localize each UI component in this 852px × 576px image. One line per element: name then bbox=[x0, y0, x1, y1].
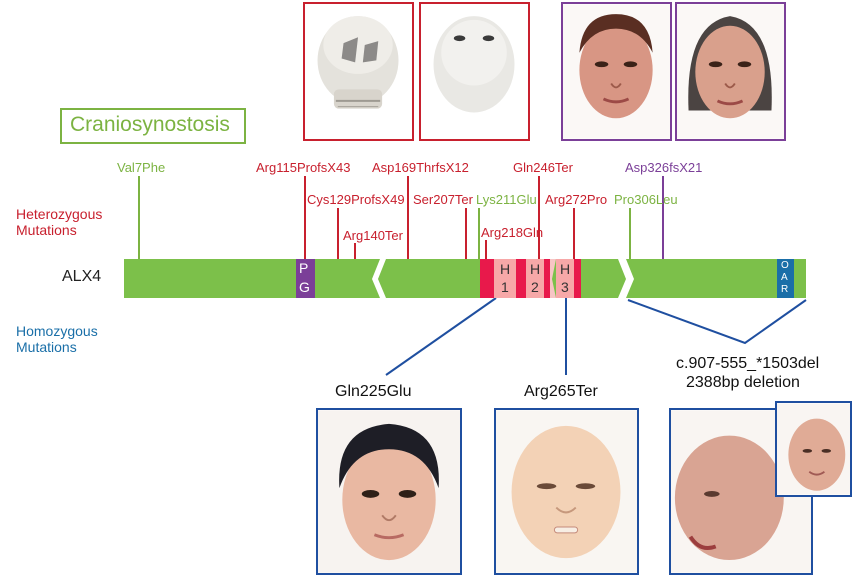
pg-label-g: G bbox=[299, 279, 310, 295]
h1-label-h: H bbox=[500, 261, 510, 277]
homeobox-dark-1 bbox=[480, 259, 494, 298]
oar-label-r: R bbox=[781, 284, 788, 295]
patient-photo-arg265 bbox=[494, 408, 639, 575]
pg-label-p: P bbox=[299, 260, 308, 276]
mutation-ser207: Ser207Ter bbox=[413, 192, 473, 207]
skull-photo-2 bbox=[419, 2, 530, 141]
homozygous-mutations-label: Mutations bbox=[16, 339, 77, 355]
mutation-arg115: Arg115ProfsX43 bbox=[256, 160, 350, 175]
mutation-pro306: Pro306Leu bbox=[614, 192, 678, 207]
mutation-arg265: Arg265Ter bbox=[524, 383, 598, 401]
patient-photo-gln225 bbox=[316, 408, 462, 575]
deletion-line1: c.907-555_*1503del bbox=[676, 355, 819, 373]
homeobox-dark-4 bbox=[574, 259, 581, 298]
skull-photo-1 bbox=[303, 2, 414, 141]
patient-photo-het-2 bbox=[675, 2, 786, 141]
mutation-arg140: Arg140Ter bbox=[343, 228, 403, 243]
oar-label-a: A bbox=[781, 272, 788, 283]
craniosynostosis-label: Craniosynostosis bbox=[70, 113, 230, 137]
h3-label-h: H bbox=[560, 261, 570, 277]
heterozygous-mutations-label: Mutations bbox=[16, 222, 77, 238]
mutation-asp169: Asp169ThrfsX12 bbox=[372, 160, 469, 175]
mutation-cys129: Cys129ProfsX49 bbox=[307, 192, 405, 207]
h1-label-num: 1 bbox=[501, 279, 509, 295]
deletion-line2: 2388bp deletion bbox=[686, 374, 800, 392]
homeobox-dark-2 bbox=[516, 259, 526, 298]
mutation-asp326: Asp326fsX21 bbox=[625, 160, 702, 175]
mutation-val7phe: Val7Phe bbox=[117, 160, 165, 175]
mutation-arg272: Arg272Pro bbox=[545, 192, 607, 207]
h2-label-num: 2 bbox=[531, 279, 539, 295]
heterozygous-label: Heterozygous bbox=[16, 206, 102, 222]
oar-label-o: O bbox=[781, 260, 789, 271]
patient-photo-het-1 bbox=[561, 2, 672, 141]
h2-label-h: H bbox=[530, 261, 540, 277]
protein-segment-1 bbox=[124, 259, 380, 298]
mutation-gln225: Gln225Glu bbox=[335, 383, 412, 401]
mutation-arg218: Arg218Gln bbox=[481, 225, 543, 240]
h3-label-num: 3 bbox=[561, 279, 569, 295]
homeobox-dark-3 bbox=[544, 259, 550, 298]
gene-label: ALX4 bbox=[62, 268, 101, 286]
homozygous-label: Homozygous bbox=[16, 323, 98, 339]
mutation-lys211: Lys211Glu bbox=[476, 192, 537, 207]
patient-photo-deletion-inset bbox=[775, 401, 852, 497]
mutation-gln246: Gln246Ter bbox=[513, 160, 573, 175]
